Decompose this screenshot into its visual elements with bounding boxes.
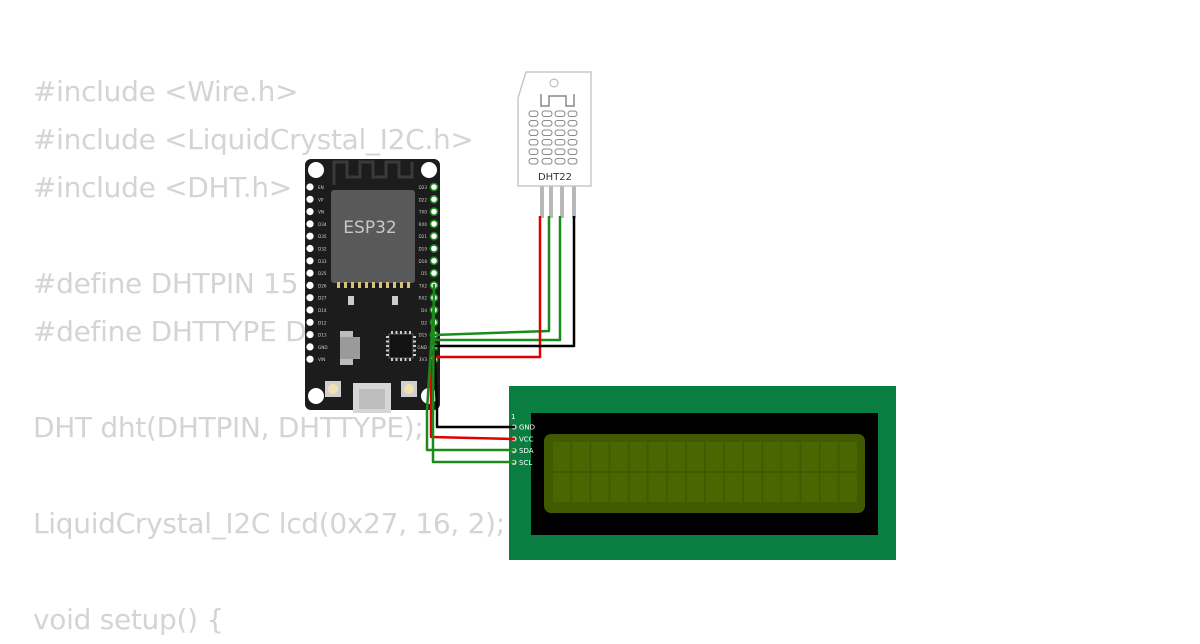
wire-lcd-sda[interactable] xyxy=(425,299,515,452)
left-pin[interactable] xyxy=(306,294,314,302)
right-pin[interactable] xyxy=(429,194,439,204)
lcd-character-cells xyxy=(553,442,857,502)
right-pin-label: D21 xyxy=(418,234,427,239)
dht22-label: DHT22 xyxy=(538,172,572,183)
right-pin[interactable] xyxy=(429,182,439,192)
left-pin-label: GND xyxy=(318,345,328,350)
left-pin[interactable] xyxy=(306,343,314,351)
left-pin[interactable] xyxy=(306,318,314,326)
wire-lcd-scl[interactable] xyxy=(431,283,515,464)
lcd-pin-label: VCC xyxy=(519,435,534,443)
right-pin-label: D22 xyxy=(418,197,427,202)
right-pin-label: TX0 xyxy=(418,210,427,215)
left-pin[interactable] xyxy=(306,183,314,191)
code-line: #include <Wire.h> xyxy=(33,75,299,108)
left-pin[interactable] xyxy=(306,232,314,240)
left-pin-label: D33 xyxy=(318,259,327,264)
code-background: #include <Wire.h> #include <LiquidCrystal… xyxy=(33,68,505,644)
left-pin[interactable] xyxy=(306,355,314,363)
right-pin-label: 3V3 xyxy=(419,357,428,362)
left-pin[interactable] xyxy=(306,195,314,203)
wires xyxy=(425,216,576,464)
wire-dht-data-b[interactable] xyxy=(434,216,562,342)
right-pin[interactable] xyxy=(429,256,439,266)
left-pin[interactable] xyxy=(306,281,314,289)
right-pin[interactable] xyxy=(429,207,439,216)
lcd-pin-one-marker: 1 xyxy=(511,413,515,421)
right-pin[interactable] xyxy=(429,231,439,241)
code-line: #include <LiquidCrystal_I2C.h> xyxy=(33,123,474,156)
lcd-pin-label: SCL xyxy=(519,459,532,467)
left-pin[interactable] xyxy=(306,331,314,339)
code-line: #define DHTPIN 15 xyxy=(33,267,299,300)
right-pin-label: TX2 xyxy=(418,283,427,288)
left-pin-label: D27 xyxy=(318,296,327,301)
right-pin-label: RX2 xyxy=(419,296,428,301)
left-pin[interactable] xyxy=(306,306,314,314)
right-pin-label: D15 xyxy=(418,333,427,338)
dht22-sensor[interactable]: DHT22 xyxy=(517,71,592,218)
left-pin-label: D32 xyxy=(318,247,327,252)
right-pin-label: D2 xyxy=(421,320,427,325)
lcd-pin-label: SDA xyxy=(519,447,534,455)
wire-dht-gnd[interactable] xyxy=(434,216,576,348)
lcd-display[interactable]: 1 GND VCC SDA SCL xyxy=(509,386,896,560)
code-line: DHT dht(DHTPIN, DHTTYPE); xyxy=(33,411,424,444)
left-pin[interactable] xyxy=(306,244,314,253)
right-pin-label: D19 xyxy=(418,247,427,252)
right-pin-label: D18 xyxy=(418,259,427,264)
left-pin-label: EN xyxy=(318,185,324,190)
code-line: #include <DHT.h> xyxy=(33,171,292,204)
left-pin-label: D25 xyxy=(318,271,327,276)
esp32-board[interactable]: ESP32 ENVPVND34D35D32D33D25D26D27D14D12D… xyxy=(305,159,440,413)
left-pin[interactable] xyxy=(306,257,314,265)
right-pin[interactable] xyxy=(429,244,439,253)
wire-dht-data[interactable] xyxy=(433,216,551,337)
wire-lcd-gnd[interactable] xyxy=(432,345,515,429)
left-pin-label: VN xyxy=(318,210,324,215)
left-pin-label: VP xyxy=(318,197,324,202)
lcd-pin-label: GND xyxy=(519,424,535,432)
code-line: LiquidCrystal_I2C lcd(0x27, 16, 2); xyxy=(33,507,505,540)
right-pin-label: RX0 xyxy=(419,222,428,227)
left-pin[interactable] xyxy=(306,220,314,228)
antenna-trace xyxy=(332,160,414,185)
wire-dht-vcc[interactable] xyxy=(434,216,542,359)
left-pin-label: D34 xyxy=(318,222,327,227)
circuit-diagram: ESP32 ENVPVND34D35D32D33D25D26D27D14D12D… xyxy=(305,71,896,560)
left-pin-label: D12 xyxy=(318,320,327,325)
usb-chip xyxy=(388,333,414,359)
left-pin-label: D26 xyxy=(318,283,327,288)
right-pin[interactable] xyxy=(429,219,439,229)
esp32-module xyxy=(331,190,415,283)
left-pin-label: D13 xyxy=(318,333,327,338)
dht-grille xyxy=(528,110,578,165)
left-pin-label: D14 xyxy=(318,308,327,313)
right-pin-label: D4 xyxy=(421,308,427,313)
left-pin[interactable] xyxy=(306,269,314,277)
left-pin-label: D35 xyxy=(318,234,327,239)
right-pin-label: D23 xyxy=(418,185,427,190)
left-pin[interactable] xyxy=(306,208,314,216)
right-pin[interactable] xyxy=(429,268,439,278)
esp32-label: ESP32 xyxy=(343,218,396,238)
right-pin-label: D5 xyxy=(421,271,427,276)
right-pin-label: GND xyxy=(417,345,427,350)
module-pads xyxy=(337,282,410,288)
left-pin-label: VIN xyxy=(318,357,325,362)
